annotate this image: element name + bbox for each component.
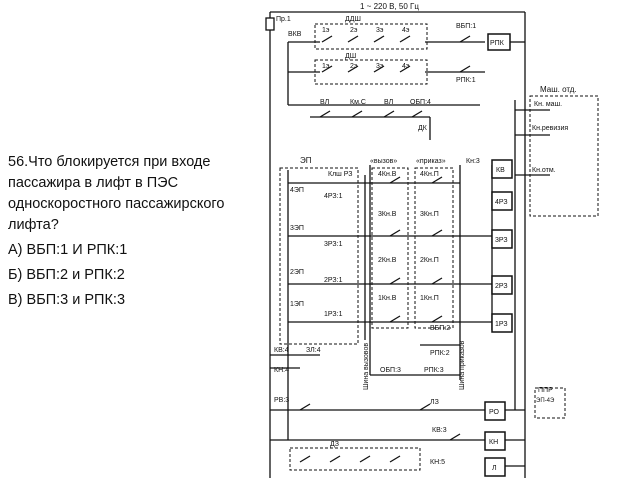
relay-kn: КН: [489, 439, 498, 446]
btn-1p: 1Кн.П: [420, 295, 439, 302]
relay-ro: РО: [489, 409, 500, 416]
ppr-sub-label: ЭП-4Э: [536, 398, 555, 404]
vyzov-label: «вызов»: [370, 158, 397, 165]
prikaz-label: «приказ»: [416, 158, 446, 165]
btn-3p: 3Кн.П: [420, 211, 439, 218]
dsh-label: ДШ: [345, 53, 356, 60]
relay-l: Л: [492, 465, 497, 472]
dsh-contact-4: 4э: [402, 63, 410, 70]
vbp2-label: ВБП:2: [430, 325, 450, 332]
contact-symbols: [265, 17, 471, 463]
row2-label-2: Км.С: [350, 99, 366, 106]
fuse-label: Пр.1: [276, 16, 291, 23]
floor-contact-4: 4э: [402, 27, 410, 34]
rpk1-label: РПК:1: [456, 77, 476, 84]
relay-1rz: 1РЗ: [495, 321, 508, 328]
rpk-box-label: РПК: [490, 40, 505, 47]
dsh-contact-1: 1э: [322, 63, 330, 70]
lz-label: ЛЗ: [430, 399, 439, 406]
machine-room-label: Маш. отд.: [540, 85, 577, 94]
row2-label-1: ВЛ: [320, 99, 330, 106]
kn5-label: КН:5: [430, 459, 445, 466]
ep-label: ЭП: [300, 156, 312, 165]
answer-option-b: Б) ВБП:2 и РПК:2: [8, 267, 125, 283]
floor-contact-2: 2э: [350, 27, 358, 34]
relay-3rz: 3РЗ: [495, 237, 508, 244]
floor-contact-1: 1э: [322, 27, 330, 34]
bus-calls-label: Шина вызовов: [363, 343, 370, 390]
btn-3v: 3Кн.В: [378, 211, 397, 218]
rz-3: 3РЗ:1: [324, 241, 343, 248]
btn-1v: 1Кн.В: [378, 295, 397, 302]
question-block: 56.Что блокируется при входе пассажира в…: [8, 152, 258, 311]
vkv-label: ВКВ: [288, 31, 302, 38]
floor-contact-3: 3э: [376, 27, 384, 34]
relay-2rz: 2РЗ: [495, 283, 508, 290]
kn4-label: КН:4: [274, 367, 289, 374]
rz-4: 4РЗ:1: [324, 193, 343, 200]
vbp1-label: ВБП:1: [456, 23, 476, 30]
supply-label: 1 ~ 220 В, 50 Гц: [360, 2, 419, 11]
dk-label: ДК: [418, 125, 428, 132]
rpk2-label: РПК:2: [430, 350, 450, 357]
ddsh-label: ДДШ: [345, 16, 361, 23]
answer-option-c: В) ВБП:3 и РПК:3: [8, 292, 126, 308]
rv3-label: РВ:3: [274, 397, 289, 404]
btn-2p: 2Кн.П: [420, 257, 439, 264]
rz-1: 1РЗ:1: [324, 311, 343, 318]
btn-4p: 4Кн.П: [420, 171, 439, 178]
answer-option-a: А) ВБП:1 И РПК:1: [8, 242, 128, 258]
kv3-label: КВ:3: [432, 427, 447, 434]
ep-4: 4ЭП: [290, 187, 304, 194]
ep-1: 1ЭП: [290, 301, 304, 308]
rpk3-label: РПК:3: [424, 367, 444, 374]
kn3-label: Кн:3: [466, 158, 480, 165]
relay-4rz: 4РЗ: [495, 199, 508, 206]
ep-2: 2ЭП: [290, 269, 304, 276]
rz-2: 2РЗ:1: [324, 277, 343, 284]
row2-label-4: ОБП:4: [410, 99, 431, 106]
dz-label: ДЗ: [330, 441, 339, 448]
kn-revision-label: Кн.ревизия: [532, 125, 568, 132]
question-text: 56.Что блокируется при входе пассажира в…: [8, 154, 225, 233]
bus-orders-label: Шина приказов: [459, 340, 466, 390]
btn-2v: 2Кн.В: [378, 257, 397, 264]
dashed-enclosures: [279, 23, 599, 471]
kv4-label: КВ:4: [274, 347, 289, 354]
ep-3: 3ЭП: [290, 225, 304, 232]
kn-mach-label: Кн. маш.: [534, 101, 562, 108]
row2-label-3: ВЛ: [384, 99, 394, 106]
kn-stop-label: Кн.отм.: [532, 167, 556, 174]
relay-kv: КВ: [496, 167, 505, 174]
ppr-label: ППР: [538, 387, 553, 394]
lift-circuit-schematic: 1 ~ 220 В, 50 Гц Пр.1 ВКВ ДДШ ДШ 1э 2э 3…: [265, 2, 599, 478]
dsh-contact-2: 2э: [350, 63, 358, 70]
obp3-label: ОБП:3: [380, 367, 401, 374]
zl4-label: ЗЛ:4: [306, 347, 321, 354]
kl-rz-label: Клш РЗ: [328, 171, 352, 178]
relay-boxes: [484, 33, 513, 477]
btn-4v: 4Кн.В: [378, 171, 397, 178]
dsh-contact-3: 3э: [376, 63, 384, 70]
